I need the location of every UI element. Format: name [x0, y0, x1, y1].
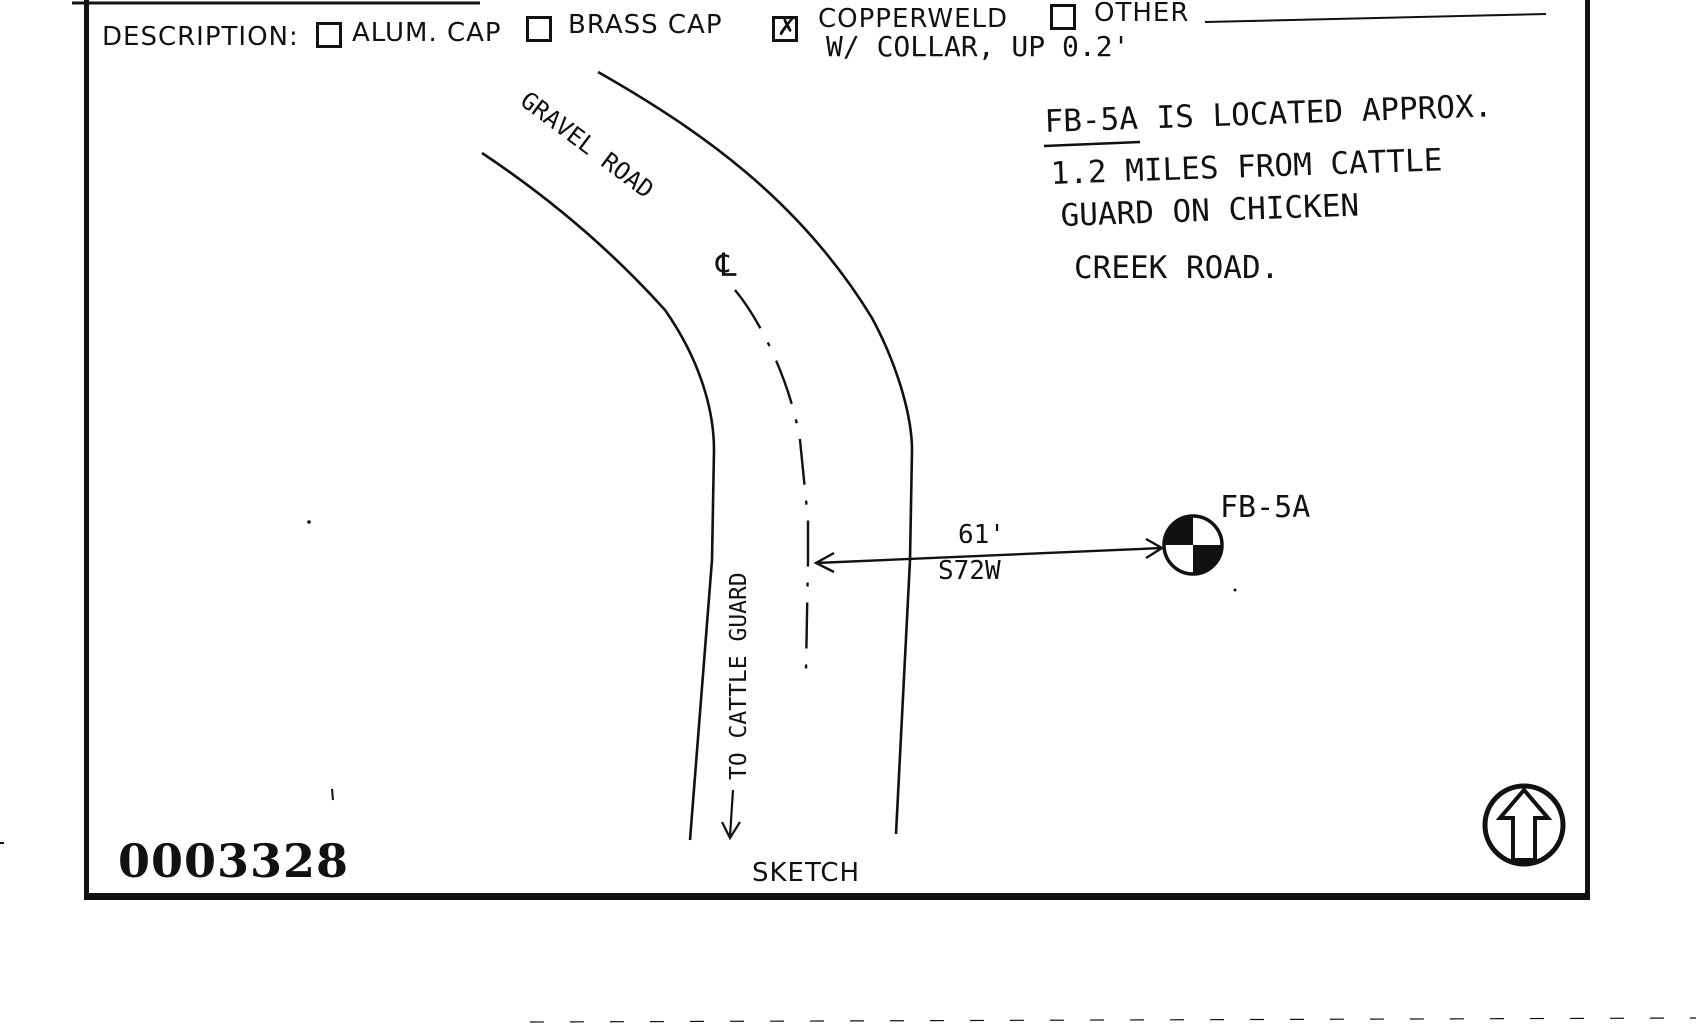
description-label: DESCRIPTION:: [102, 22, 299, 52]
sketch-section-label: SKETCH: [752, 858, 861, 888]
direction-label: TO CATTLE GUARD: [726, 572, 752, 780]
distance-tie-line: [815, 546, 1163, 565]
collar-note: W/ COLLAR, UP 0.2': [826, 30, 1130, 63]
distance-label: 61': [958, 520, 1005, 550]
road-edge-left: [481, 151, 716, 841]
location-note-line: CREEK ROAD.: [1074, 250, 1280, 286]
serial-number: 0003328: [118, 834, 350, 888]
copperweld-checkbox[interactable]: ✗: [772, 13, 798, 42]
alum-cap-checkbox[interactable]: [316, 22, 342, 48]
other-label: OTHER: [1094, 0, 1190, 28]
brass-cap-checkbox[interactable]: [526, 16, 552, 42]
bearing-label: S72W: [938, 556, 1001, 586]
alum-cap-label: ALUM. CAP: [352, 18, 502, 48]
mark-label: FB-5A: [1220, 490, 1311, 525]
north-arrow-icon: [1482, 783, 1566, 867]
copperweld-label: COPPERWELD: [818, 4, 1009, 34]
sketch-frame: [84, 0, 1590, 900]
other-checkbox[interactable]: [1050, 4, 1076, 30]
brass-cap-label: BRASS CAP: [568, 10, 723, 40]
road-edge-right: [597, 70, 914, 835]
road-centerline: [734, 289, 810, 671]
other-blank-line: [1204, 13, 1547, 23]
check-mark-icon: ✗: [777, 13, 798, 41]
centerline-symbol: ℄: [716, 246, 737, 284]
benchmark-disk-icon: [1162, 514, 1224, 576]
direction-arrow: [728, 789, 735, 837]
